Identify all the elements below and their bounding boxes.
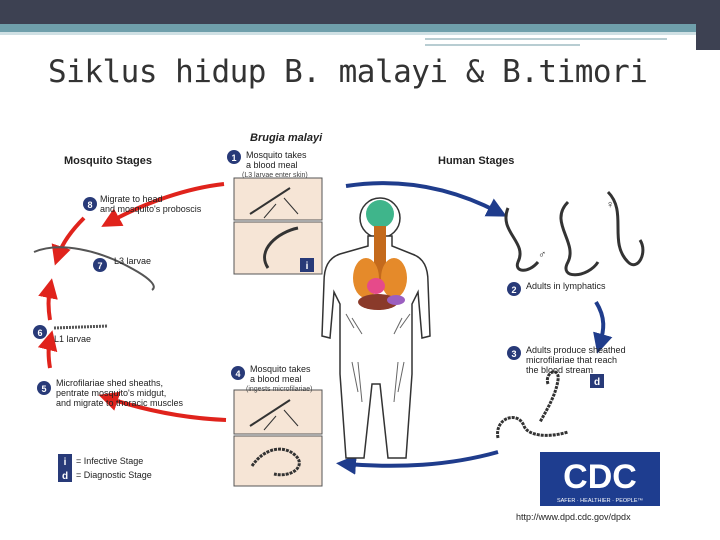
step-4: 4 Mosquito takes a blood meal (ingests m… <box>231 364 313 393</box>
mosquito-stages-label: Mosquito Stages <box>64 155 152 167</box>
svg-text:4: 4 <box>235 369 240 379</box>
step-2-line: Adults in lymphatics <box>526 281 606 291</box>
cdc-url: http://www.dpd.cdc.gov/dpdx <box>516 512 631 522</box>
step-3-line: the blood stream <box>526 365 593 375</box>
cdc-logo: CDC SAFER · HEALTHIER · PEOPLE™ <box>540 452 660 506</box>
decorative-rule <box>425 38 667 40</box>
step-3-line: microfilariae that reach <box>526 355 617 365</box>
human-organs <box>353 200 407 310</box>
top-bar-accent <box>696 0 720 50</box>
step-8: 8 Migrate to head and mosquito's probosc… <box>83 194 202 214</box>
svg-text:CDC: CDC <box>563 458 637 496</box>
human-cycle-arrow <box>345 181 507 217</box>
step-5-line: Microfilariae shed sheaths, <box>56 378 163 388</box>
male-symbol: ♂ <box>538 249 546 261</box>
slide-title: Siklus hidup B. malayi & B.timori <box>48 54 648 90</box>
decorative-rule <box>425 44 580 46</box>
mosquito-cycle-arrow <box>37 330 58 369</box>
diagram-title: Brugia malayi <box>250 132 323 144</box>
microfilaria-image <box>233 435 323 487</box>
step-7: 7 L3 larvae <box>33 246 155 291</box>
step-6-line: L1 larvae <box>54 334 91 344</box>
human-stages-label: Human Stages <box>438 155 514 167</box>
step-4-line: a blood meal <box>250 374 302 384</box>
l3-larva-image: i <box>233 221 323 275</box>
diagnostic-badge: d <box>590 374 604 388</box>
legend: i = Infective Stage d = Diagnostic Stage <box>58 454 152 482</box>
svg-text:2: 2 <box>511 285 516 295</box>
step-3-line: Adults produce sheathed <box>526 345 626 355</box>
step-5-line: pentrate mosquito's midgut, <box>56 388 166 398</box>
top-bar <box>0 0 720 24</box>
step-1-line: Mosquito takes <box>246 150 307 160</box>
step-1-line: a blood meal <box>246 160 298 170</box>
adult-worms <box>504 190 645 277</box>
mosquito-feeding-image <box>233 177 323 221</box>
mosquito-cycle-arrow <box>98 391 227 422</box>
svg-text:i: i <box>64 457 67 468</box>
step-4-note: (ingests microfilariae) <box>246 386 313 393</box>
svg-text:3: 3 <box>511 349 516 359</box>
legend-diagnostic: = Diagnostic Stage <box>76 470 152 480</box>
cdc-tagline: SAFER · HEALTHIER · PEOPLE™ <box>557 498 643 504</box>
step-1-note: (L3 larvae enter skin) <box>242 172 308 179</box>
svg-text:5: 5 <box>41 384 46 394</box>
svg-text:6: 6 <box>37 328 42 338</box>
svg-text:1: 1 <box>231 153 236 163</box>
step-8-line: and mosquito's proboscis <box>100 204 202 214</box>
human-cycle-arrow <box>593 300 613 354</box>
step-1: 1 Mosquito takes a blood meal (L3 larvae… <box>227 150 308 179</box>
step-6: 6 L1 larvae <box>33 324 109 344</box>
step-5: 5 Microfilariae shed sheaths, pentrate m… <box>37 378 184 408</box>
lymphatic-vessels <box>345 313 411 403</box>
accent-band-light <box>0 32 696 35</box>
lifecycle-diagram: Brugia malayi Mosquito Stages Human Stag… <box>33 132 660 522</box>
svg-text:d: d <box>594 377 600 388</box>
step-3: 3 Adults produce sheathed microfilariae … <box>507 345 626 375</box>
step-7-line: L3 larvae <box>114 256 151 266</box>
accent-band <box>0 24 696 32</box>
sheathed-microfilariae <box>496 370 569 439</box>
human-cycle-arrow <box>336 450 499 475</box>
step-2: 2 Adults in lymphatics <box>507 281 606 296</box>
svg-text:i: i <box>306 261 309 272</box>
mosquito-ingesting-image <box>233 389 323 435</box>
step-8-line: Migrate to head <box>100 194 163 204</box>
svg-text:7: 7 <box>97 261 102 271</box>
mosquito-cycle-arrow <box>101 182 225 227</box>
female-symbol: ♀ <box>606 199 614 211</box>
mosquito-cycle-arrow <box>38 278 58 321</box>
step-4-line: Mosquito takes <box>250 364 311 374</box>
svg-text:d: d <box>62 471 68 482</box>
svg-text:8: 8 <box>87 200 92 210</box>
legend-infective: = Infective Stage <box>76 456 143 466</box>
mosquito-cycle-arrow <box>51 216 86 266</box>
step-5-line: and migrate to thoracic muscles <box>56 398 184 408</box>
